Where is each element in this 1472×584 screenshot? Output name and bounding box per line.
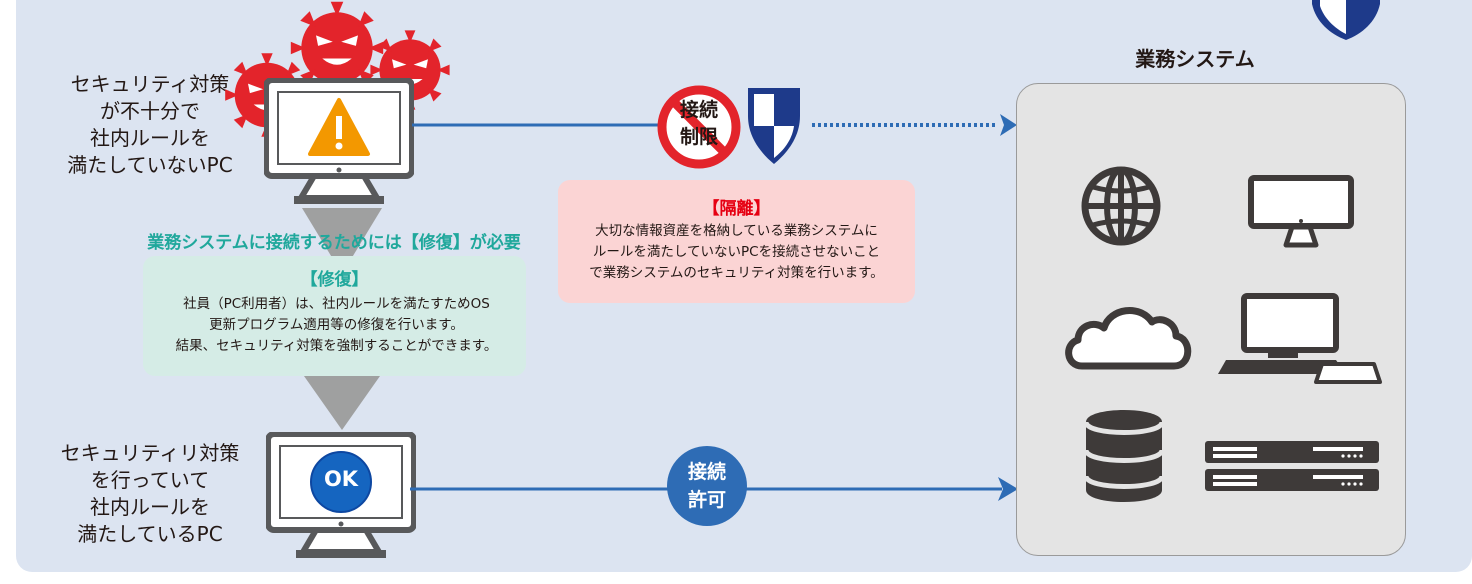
permit-badge xyxy=(667,446,747,526)
description-line: 結果、セキュリティ対策を強制することができます。 xyxy=(175,338,498,354)
repair-description: 社員（PC利用者）は、社内ルールを満たすためOS 更新プログラム適用等の修復を行… xyxy=(143,294,526,357)
corner-shield-icon xyxy=(1312,0,1380,40)
label-line: が不十分で xyxy=(100,99,200,123)
repair-box: 【修復】 社員（PC利用者）は、社内ルールを満たすためOS 更新プログラム適用等… xyxy=(143,256,526,376)
database-icon xyxy=(1083,410,1165,502)
badge-line: 接続 xyxy=(679,99,718,121)
prohibition-icon xyxy=(657,85,741,169)
description-line: 更新プログラム適用等の修復を行います。 xyxy=(209,317,464,333)
globe-icon xyxy=(1081,166,1161,246)
permit-badge-text: 接続 許可 xyxy=(667,458,747,514)
cloud-icon xyxy=(1065,307,1192,370)
label-line: 満たしているPC xyxy=(77,522,223,546)
restricted-connection-arrow xyxy=(412,114,1017,136)
isolation-title: 【隔離】 xyxy=(702,199,771,219)
label-line: セキュリティ対策 xyxy=(70,72,230,96)
isolation-box: 【隔離】 大切な情報資産を格納している業務システムに ルールを満たしていないPC… xyxy=(558,180,915,303)
business-system-title: 業務システム xyxy=(1135,47,1255,71)
restrict-badge-text: 接続 制限 xyxy=(668,97,730,151)
badge-line: 許可 xyxy=(687,489,726,511)
noncompliant-pc-label: セキュリティ対策 が不十分で 社内ルールを 満たしていないPC xyxy=(50,71,250,179)
down-arrow xyxy=(302,208,382,274)
ok-icon xyxy=(310,451,372,513)
badge-line: 制限 xyxy=(679,126,718,148)
desktop-icon xyxy=(1248,175,1354,248)
description-line: で業務システムのセキュリティ対策を行います。 xyxy=(589,265,884,281)
laptop-icon xyxy=(1218,293,1382,384)
ok-label: OK xyxy=(323,467,359,491)
label-line: 社内ルールを xyxy=(90,495,210,519)
compliant-pc-label: セキュリティリ対策 を行っていて 社内ルールを 満たしているPC xyxy=(50,440,250,548)
compliant-pc-monitor xyxy=(266,432,416,558)
badge-line: 接続 xyxy=(687,461,726,483)
warning-icon xyxy=(308,98,370,156)
repair-title: 【修復】 xyxy=(300,270,369,290)
shield-icon xyxy=(748,88,800,164)
repair-required-heading: 業務システムに接続するためには【修復】が必要 xyxy=(147,233,521,253)
server-icon xyxy=(1205,441,1379,491)
label-line: セキュリティリ対策 xyxy=(60,441,240,465)
label-line: を行っていて xyxy=(90,468,210,492)
label-line: 満たしていないPC xyxy=(67,153,233,177)
noncompliant-pc-monitor xyxy=(264,78,414,204)
isolation-description: 大切な情報資産を格納している業務システムに ルールを満たしていないPCを接続させ… xyxy=(558,221,915,284)
label-line: 社内ルールを xyxy=(90,126,210,150)
description-line: 大切な情報資産を格納している業務システムに xyxy=(595,223,878,239)
description-line: ルールを満たしていないPCを接続させないこと xyxy=(592,244,881,260)
down-arrow xyxy=(304,376,380,430)
description-line: 社員（PC利用者）は、社内ルールを満たすためOS xyxy=(183,296,490,312)
